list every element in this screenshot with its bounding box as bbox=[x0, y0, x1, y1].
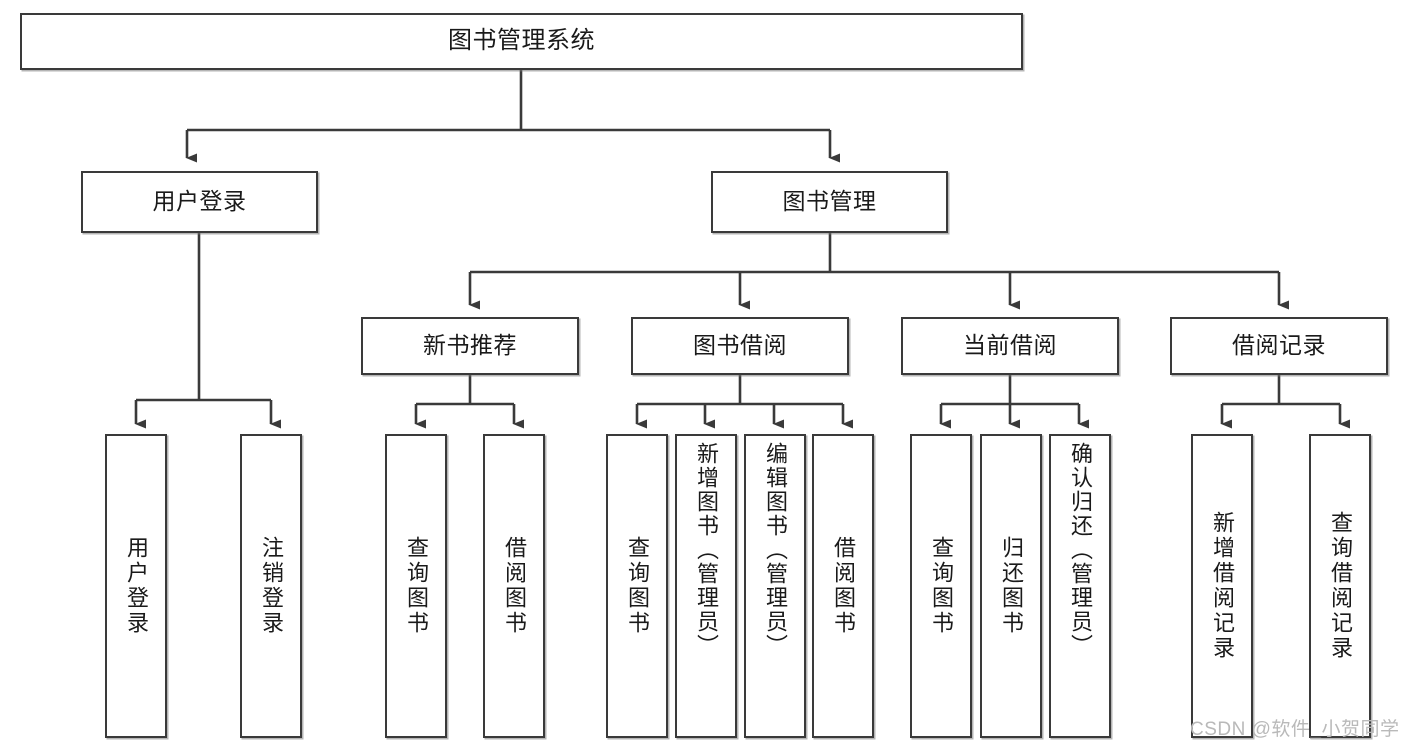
node-label: 查询图书 bbox=[404, 536, 429, 636]
leaf-query-book-recommend[interactable]: 查询图书 bbox=[385, 434, 447, 738]
node-label: 查询图书 bbox=[929, 536, 954, 636]
node-label: 图书管理 bbox=[782, 188, 877, 215]
node-book-management[interactable]: 图书管理 bbox=[711, 171, 948, 233]
node-label: 查询图书 bbox=[625, 536, 650, 636]
node-label: 归还图书 bbox=[999, 536, 1024, 636]
node-label: 注销登录 bbox=[259, 536, 284, 636]
node-user-login[interactable]: 用户登录 bbox=[81, 171, 318, 233]
node-label: 借阅图书 bbox=[502, 536, 527, 636]
leaf-add-borrow-record[interactable]: 新增借阅记录 bbox=[1191, 434, 1253, 738]
node-label: 当前借阅 bbox=[963, 332, 1057, 359]
node-label: 新增借阅记录 bbox=[1210, 511, 1235, 661]
leaf-edit-book-admin[interactable]: 编辑图书（管理员） bbox=[744, 434, 806, 738]
node-label: 借阅记录 bbox=[1232, 332, 1326, 359]
node-book-borrow[interactable]: 图书借阅 bbox=[631, 317, 849, 375]
node-current-borrow[interactable]: 当前借阅 bbox=[901, 317, 1119, 375]
node-new-book-recommend[interactable]: 新书推荐 bbox=[361, 317, 579, 375]
node-label: 新增图书（管理员） bbox=[694, 442, 719, 658]
leaf-borrow-book[interactable]: 借阅图书 bbox=[812, 434, 874, 738]
leaf-query-borrow-record[interactable]: 查询借阅记录 bbox=[1309, 434, 1371, 738]
node-label: 用户登录 bbox=[124, 536, 149, 636]
leaf-add-book-admin[interactable]: 新增图书（管理员） bbox=[675, 434, 737, 738]
leaf-query-book-borrow[interactable]: 查询图书 bbox=[606, 434, 668, 738]
node-label: 借阅图书 bbox=[831, 536, 856, 636]
node-label: 确认归还（管理员） bbox=[1068, 442, 1093, 658]
node-label: 图书借阅 bbox=[693, 332, 787, 359]
node-root-book-management-system[interactable]: 图书管理系统 bbox=[20, 13, 1023, 70]
node-label: 新书推荐 bbox=[423, 332, 517, 359]
node-label: 图书管理系统 bbox=[448, 27, 595, 55]
leaf-confirm-return-admin[interactable]: 确认归还（管理员） bbox=[1049, 434, 1111, 738]
leaf-return-book[interactable]: 归还图书 bbox=[980, 434, 1042, 738]
node-label: 用户登录 bbox=[152, 188, 247, 215]
watermark-text: CSDN @软件_小贺同学 bbox=[1190, 719, 1400, 740]
leaf-borrow-book-recommend[interactable]: 借阅图书 bbox=[483, 434, 545, 738]
leaf-user-login[interactable]: 用户登录 bbox=[105, 434, 167, 738]
node-label: 查询借阅记录 bbox=[1328, 511, 1353, 661]
leaf-query-book-current[interactable]: 查询图书 bbox=[910, 434, 972, 738]
leaf-logout[interactable]: 注销登录 bbox=[240, 434, 302, 738]
node-label: 编辑图书（管理员） bbox=[763, 442, 788, 658]
node-borrow-record[interactable]: 借阅记录 bbox=[1170, 317, 1388, 375]
